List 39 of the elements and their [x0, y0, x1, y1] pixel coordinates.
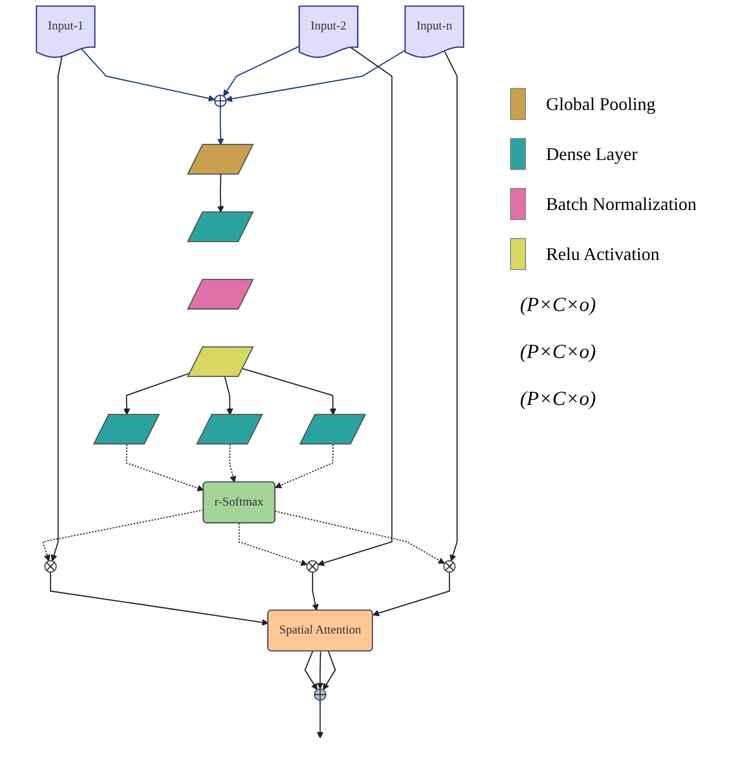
arrow	[126, 444, 204, 492]
node-bar	[196, 414, 264, 445]
node-bar	[92, 414, 160, 445]
node-bar	[299, 414, 366, 445]
arrow	[312, 572, 319, 611]
legend-label: Global Pooling	[546, 94, 656, 114]
arrow	[42, 509, 204, 562]
arrow	[226, 50, 406, 102]
arrow	[242, 368, 336, 416]
node-bar	[186, 346, 254, 378]
arrow	[318, 47, 392, 566]
legend-label: Relu Activation	[546, 244, 660, 264]
arrow	[316, 700, 324, 738]
node-bar	[186, 144, 254, 175]
arrow	[217, 106, 224, 146]
node-bar	[186, 278, 254, 310]
arrow	[316, 651, 324, 690]
arrow	[275, 510, 445, 564]
arrow	[223, 46, 300, 96]
dimension-label: (P×C×o)	[520, 388, 597, 411]
arrow	[123, 372, 190, 416]
arrow	[217, 174, 224, 213]
arrow	[274, 444, 334, 488]
arrow	[81, 48, 216, 102]
arrow	[238, 523, 308, 566]
dimension-label: (P×C×o)	[520, 294, 597, 317]
arrow	[224, 376, 234, 416]
arrow	[304, 651, 318, 690]
arrow	[50, 56, 62, 562]
dimension-label: (P×C×o)	[520, 341, 597, 364]
arrow	[322, 651, 336, 690]
arrow	[372, 572, 450, 616]
legend-label: Batch Normalization	[546, 194, 696, 214]
arrow	[229, 444, 236, 483]
node-bar	[186, 211, 254, 242]
arrow	[50, 572, 268, 626]
flow-diagram: Input-1 Input-2 Input-n r-Softmax Spatial Attention	[0, 0, 500, 767]
legend-label: Dense Layer	[546, 144, 638, 164]
arrow	[444, 51, 458, 562]
